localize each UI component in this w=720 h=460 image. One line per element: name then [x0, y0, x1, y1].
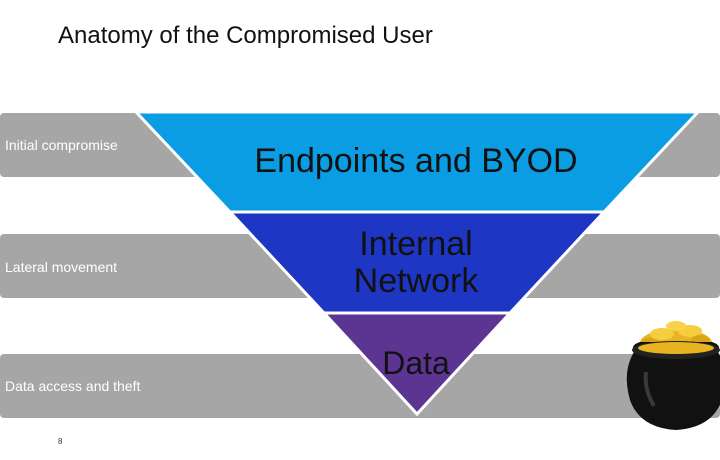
stage-label-lateral-movement: Lateral movement: [5, 259, 118, 275]
layer-data-shape: [320, 311, 514, 417]
slide-title: Anatomy of the Compromised User: [58, 22, 433, 49]
page-number: 8: [58, 437, 63, 446]
stage-label-initial-compromise: Initial compromise: [5, 137, 118, 153]
stage-label-data-access: Data access and theft: [5, 378, 141, 394]
stage-band-data-access: [0, 354, 720, 418]
layer-data-label: Data: [382, 345, 450, 381]
layer-internal-network-label-line1: Internal: [359, 225, 472, 263]
layer-endpoints-label: Endpoints and BYOD: [254, 142, 577, 180]
layer-internal-network-label-line2: Network: [354, 262, 480, 300]
pot-of-gold-icon: [626, 321, 720, 430]
